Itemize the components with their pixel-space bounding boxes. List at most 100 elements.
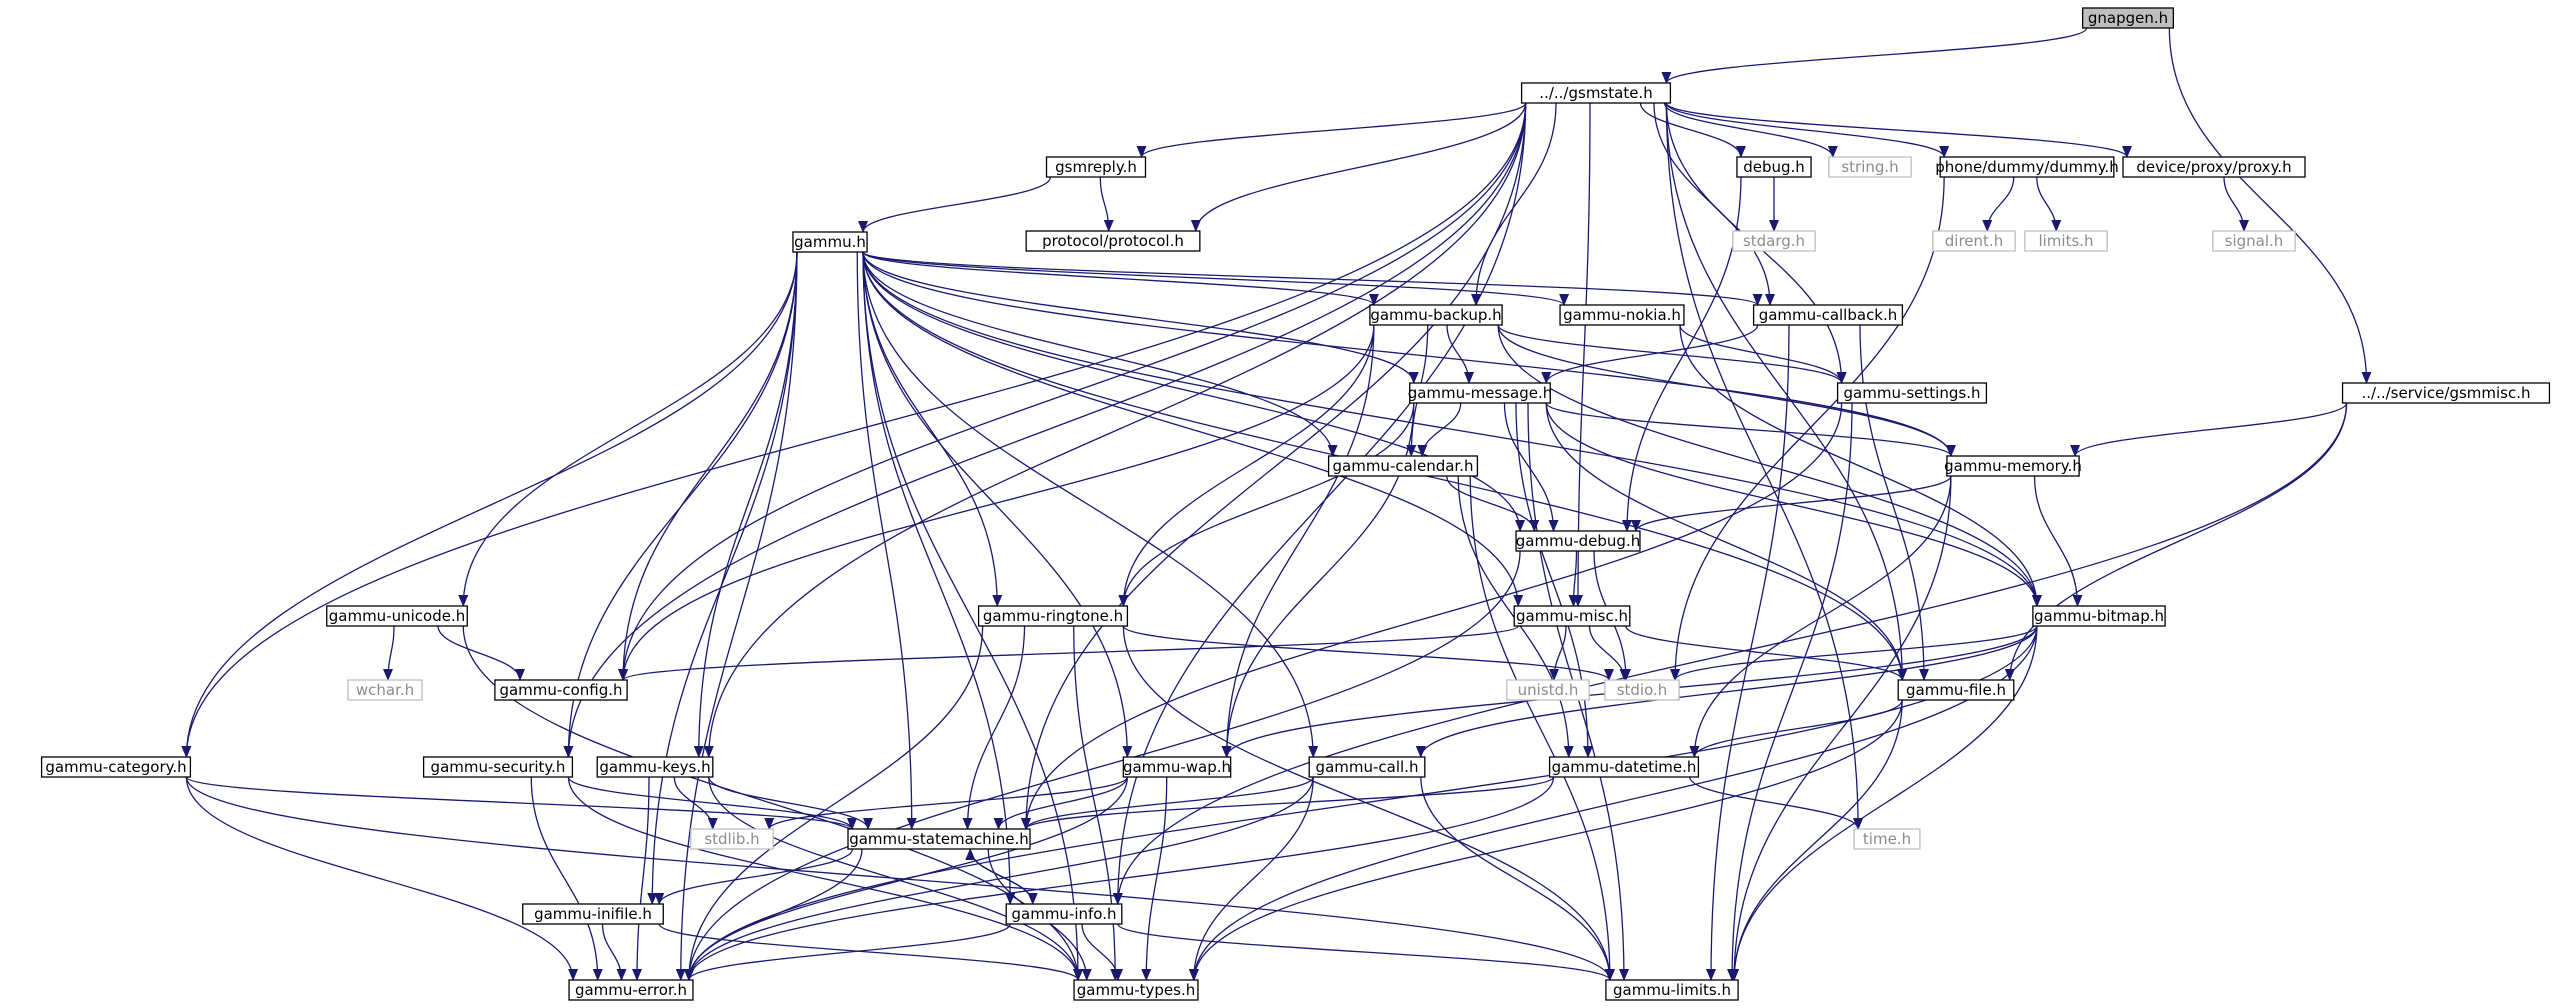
edge-unicode-to-config [437, 625, 525, 681]
node-box [1828, 156, 1912, 178]
edge-path [703, 102, 1527, 758]
edge-gammu-to-types [862, 251, 1084, 981]
edge-path [684, 776, 1314, 981]
node-error[interactable]: gammu-error.h [568, 979, 694, 1001]
node-protocol[interactable]: protocol/protocol.h [1025, 230, 1201, 252]
edge-message-to-ringtone [1118, 402, 1415, 607]
node-label: stdlib.h [704, 830, 759, 848]
edge-statemachine-to-error [683, 848, 863, 981]
node-datetime[interactable]: gammu-datetime.h [1548, 756, 1700, 778]
node-box [1409, 382, 1551, 404]
node-label: stdio.h [1617, 681, 1668, 699]
node-unicode[interactable]: gammu-unicode.h [326, 605, 468, 627]
edge-path [1706, 324, 1790, 981]
node-category[interactable]: gammu-category.h [40, 756, 192, 778]
node-gammu[interactable]: gammu.h [792, 231, 868, 253]
edge-gsmstate-to-protocol [1190, 102, 1527, 232]
node-unistd: unistd.h [1506, 679, 1590, 701]
edge-path [1568, 550, 1579, 607]
edge-path [673, 776, 718, 830]
node-call[interactable]: gammu-call.h [1308, 756, 1426, 778]
edge-nokia-to-settings [1679, 324, 1847, 384]
edge-gsmstate-to-security [563, 102, 1527, 758]
edge-path [618, 251, 798, 681]
node-message[interactable]: gammu-message.h [1408, 382, 1553, 404]
edge-calendar-to-gdebug [1446, 475, 1540, 532]
edge-gsmreply-to-gammu [858, 176, 1052, 233]
node-backup[interactable]: gammu-backup.h [1369, 304, 1503, 326]
edge-datetime-to-error [684, 776, 1555, 981]
edge-misc-to-unistd [1549, 625, 1567, 681]
node-label: gammu-misc.h [1516, 607, 1628, 625]
node-gfile[interactable]: gammu-file.h [1897, 679, 2015, 701]
edge-gfile-to-types [1189, 699, 1903, 981]
node-callback[interactable]: gammu-callback.h [1752, 304, 1904, 326]
node-ringtone[interactable]: gammu-ringtone.h [977, 605, 1129, 627]
edge-misc-to-config [618, 625, 1519, 681]
node-inifile[interactable]: gammu-inifile.h [522, 903, 664, 925]
node-gsmmisc[interactable]: ../../service/gsmmisc.h [2341, 382, 2551, 404]
node-label: gammu-call.h [1316, 758, 1419, 776]
node-label: protocol/protocol.h [1042, 232, 1184, 250]
edge-path [858, 176, 1052, 233]
node-misc[interactable]: gammu-misc.h [1513, 605, 1631, 627]
node-memory[interactable]: gammu-memory.h [1944, 455, 2082, 477]
edge-path [1661, 27, 2088, 84]
edge-path [862, 251, 1524, 607]
edge-path [1188, 776, 1314, 981]
node-glimits[interactable]: gammu-limits.h [1605, 979, 1739, 1001]
node-info[interactable]: gammu-info.h [1005, 903, 1123, 925]
edge-gsmstate-to-gfile [1665, 102, 1908, 681]
edge-path [708, 776, 873, 830]
node-gsmstate[interactable]: ../../gsmstate.h [1520, 82, 1672, 104]
edge-gammu-to-config [618, 251, 798, 681]
node-types[interactable]: gammu-types.h [1073, 979, 1199, 1001]
node-label: gnapgen.h [2088, 9, 2168, 27]
edge-path [563, 102, 1527, 758]
node-box [1308, 756, 1426, 778]
node-box [1939, 156, 2115, 178]
node-calendar[interactable]: gammu-calendar.h [1327, 455, 1479, 477]
node-settings[interactable]: gammu-settings.h [1836, 382, 1988, 404]
node-bitmap[interactable]: gammu-bitmap.h [2032, 605, 2166, 627]
node-box [40, 756, 192, 778]
node-label: unistd.h [1518, 681, 1579, 699]
edge-path [862, 251, 1419, 384]
node-config[interactable]: gammu-config.h [494, 679, 628, 701]
edge-path [458, 251, 798, 607]
edge-path [683, 625, 984, 981]
node-box [1604, 679, 1680, 701]
edge-gsmreply-to-protocol [1099, 176, 1114, 232]
node-debugh[interactable]: debug.h [1736, 156, 1812, 178]
node-gdebug[interactable]: gammu-debug.h [1515, 530, 1641, 552]
edge-category-to-error [185, 776, 579, 981]
node-label: gammu-datetime.h [1552, 758, 1697, 776]
edge-wap-to-types [1141, 776, 1168, 981]
node-statemachine[interactable]: gammu-statemachine.h [847, 828, 1031, 850]
edge-path [1545, 402, 2042, 607]
edge-path [1469, 475, 1615, 981]
node-dummy[interactable]: phone/dummy/dummy.h [1935, 156, 2119, 178]
node-nokia[interactable]: gammu-nokia.h [1559, 304, 1685, 326]
edge-path [1021, 102, 1527, 830]
edge-gsmmisc-to-memory [2070, 402, 2348, 457]
edge-bitmap-to-stdio [1670, 625, 2038, 681]
edge-path [2223, 176, 2249, 232]
node-keys[interactable]: gammu-keys.h [596, 756, 714, 778]
edge-security-to-types [567, 776, 1083, 981]
node-wap[interactable]: gammu-wap.h [1122, 756, 1232, 778]
node-gsmreply[interactable]: gsmreply.h [1045, 156, 1147, 178]
node-gnapgen[interactable]: gnapgen.h [2081, 7, 2174, 29]
node-box [1025, 230, 1201, 252]
edge-debugh-to-gdebug [1622, 176, 1742, 532]
edge-path [618, 102, 1527, 681]
edge-path [708, 776, 1084, 981]
edge-info-to-error [684, 923, 1011, 981]
edge-info-to-types [1081, 923, 1123, 981]
node-label: gammu-wap.h [1123, 758, 1231, 776]
node-proxy[interactable]: device/proxy/proxy.h [2122, 156, 2306, 178]
node-security[interactable]: gammu-security.h [422, 756, 574, 778]
node-box [1073, 979, 1199, 1001]
edge-gammu-to-statemachine [856, 251, 917, 830]
